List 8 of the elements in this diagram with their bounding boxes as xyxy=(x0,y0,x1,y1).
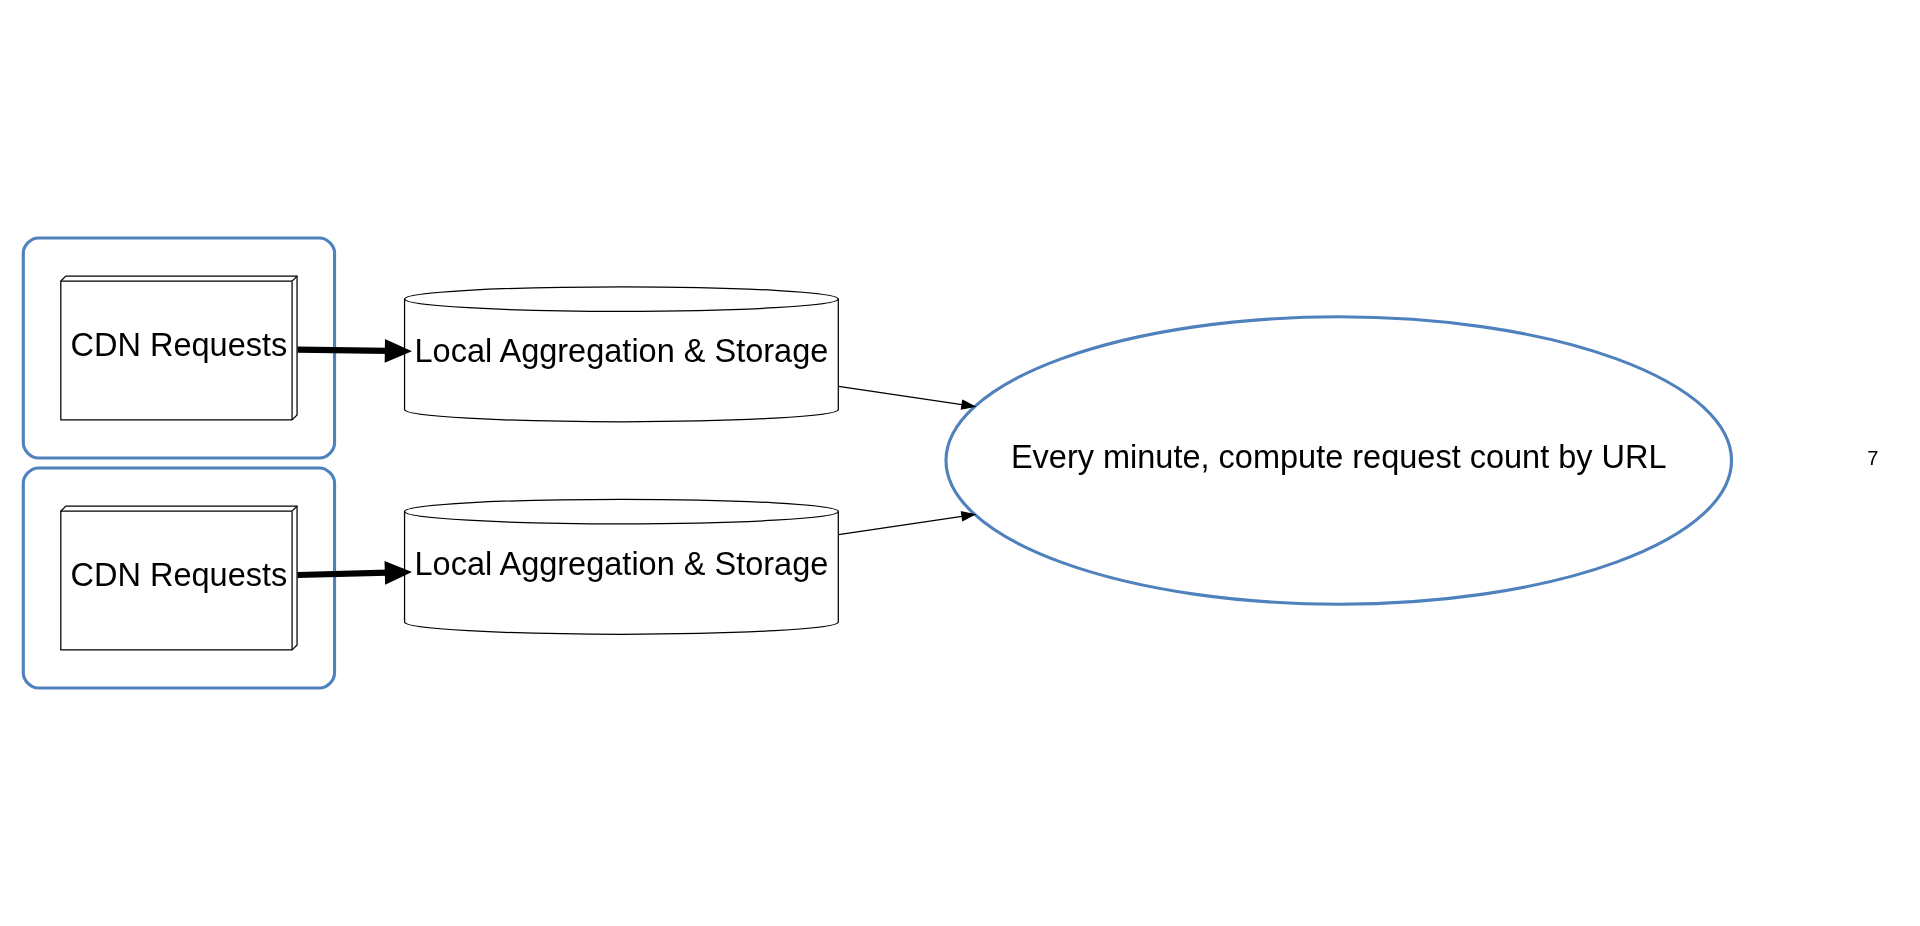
node-ellipse: Every minute, compute request count by URL xyxy=(944,315,1734,606)
cluster xyxy=(21,466,337,690)
cluster xyxy=(21,236,337,460)
label: 7 xyxy=(1867,447,1879,470)
arrow xyxy=(838,511,977,536)
arrow xyxy=(297,560,412,585)
arrow xyxy=(297,339,412,363)
arrow xyxy=(838,385,977,410)
